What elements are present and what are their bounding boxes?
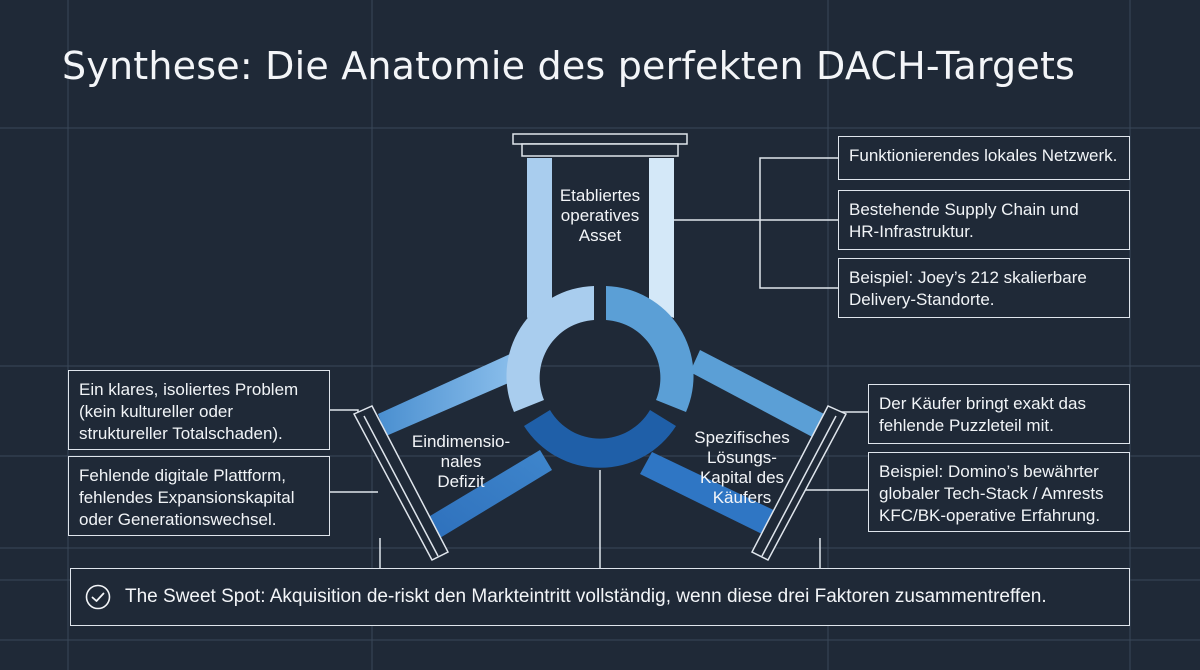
right-pillar-label-line: Kapital des xyxy=(699,468,785,487)
box-line: Beispiel: Joey’s 212 skalierbare xyxy=(849,268,1087,287)
box-line: Bestehende Supply Chain und xyxy=(849,200,1079,219)
deficit-box-problem: Ein klares, isoliertes Problem (kein kul… xyxy=(68,370,330,450)
capital-box-example: Beispiel: Domino’s bewährter globaler Te… xyxy=(868,452,1130,532)
top-pillar xyxy=(512,133,688,318)
box-line: Fehlende digitale Plattform, xyxy=(79,466,286,485)
left-pillar-label-line: Eindimensio- xyxy=(411,432,511,451)
central-ring xyxy=(506,286,694,468)
ring-segment-bottom xyxy=(524,410,676,468)
right-pillar-label-line: Käufers xyxy=(712,488,772,507)
box-line: globaler Tech-Stack / Amrests xyxy=(879,484,1104,503)
box-line: struktureller Totalschaden). xyxy=(79,424,283,443)
box-line: Delivery-Standorte. xyxy=(849,290,995,309)
box-line: Der Käufer bringt exakt das xyxy=(879,394,1086,413)
box-line: fehlendes Expansionskapital xyxy=(79,488,295,507)
left-pillar xyxy=(352,354,552,561)
deficit-box-platform: Fehlende digitale Plattform, fehlendes E… xyxy=(68,456,330,536)
left-pillar-label-line: Defizit xyxy=(437,472,485,491)
top-pillar-label: Etabliertes operatives Asset xyxy=(540,186,660,246)
ring-segment-top-left xyxy=(506,286,594,412)
top-pillar-label-line: operatives xyxy=(560,206,640,225)
asset-box-supply-chain: Bestehende Supply Chain und HR-Infrastru… xyxy=(838,190,1130,250)
right-pillar-label-line: Lösungs- xyxy=(707,448,777,467)
box-line: Ein klares, isoliertes Problem xyxy=(79,380,299,399)
top-pillar-label-line: Etabliertes xyxy=(559,186,641,205)
right-pillar-label-line: Spezifisches xyxy=(694,428,790,447)
box-line: (kein kultureller oder xyxy=(79,402,234,421)
left-pillar-label-line: nales xyxy=(440,452,482,471)
right-pillar-label: Spezifisches Lösungs- Kapital des Käufer… xyxy=(676,428,808,508)
top-pillar-label-line: Asset xyxy=(578,226,622,245)
box-line: KFC/BK-operative Erfahrung. xyxy=(879,506,1101,525)
check-circle-icon xyxy=(85,584,111,610)
asset-box-network: Funktionierendes lokales Netzwerk. xyxy=(838,136,1130,180)
ring-segment-top-right xyxy=(606,286,694,412)
box-line: oder Generationswechsel. xyxy=(79,510,277,529)
capital-box-puzzle: Der Käufer bringt exakt das fehlende Puz… xyxy=(868,384,1130,444)
asset-box-example: Beispiel: Joey’s 212 skalierbare Deliver… xyxy=(838,258,1130,318)
sweet-spot-banner: The Sweet Spot: Akquisition de-riskt den… xyxy=(70,568,1130,626)
box-line: Funktionierendes lokales Netzwerk. xyxy=(849,146,1118,165)
right-pillar xyxy=(640,350,848,561)
page-title: Synthese: Die Anatomie des perfekten DAC… xyxy=(62,44,1076,88)
box-line: Beispiel: Domino’s bewährter xyxy=(879,462,1099,481)
sweet-spot-text: The Sweet Spot: Akquisition de-riskt den… xyxy=(125,586,1047,607)
left-pillar-label: Eindimensio- nales Defizit xyxy=(400,432,522,492)
box-line: HR-Infrastruktur. xyxy=(849,222,974,241)
box-line: fehlende Puzzleteil mit. xyxy=(879,416,1054,435)
